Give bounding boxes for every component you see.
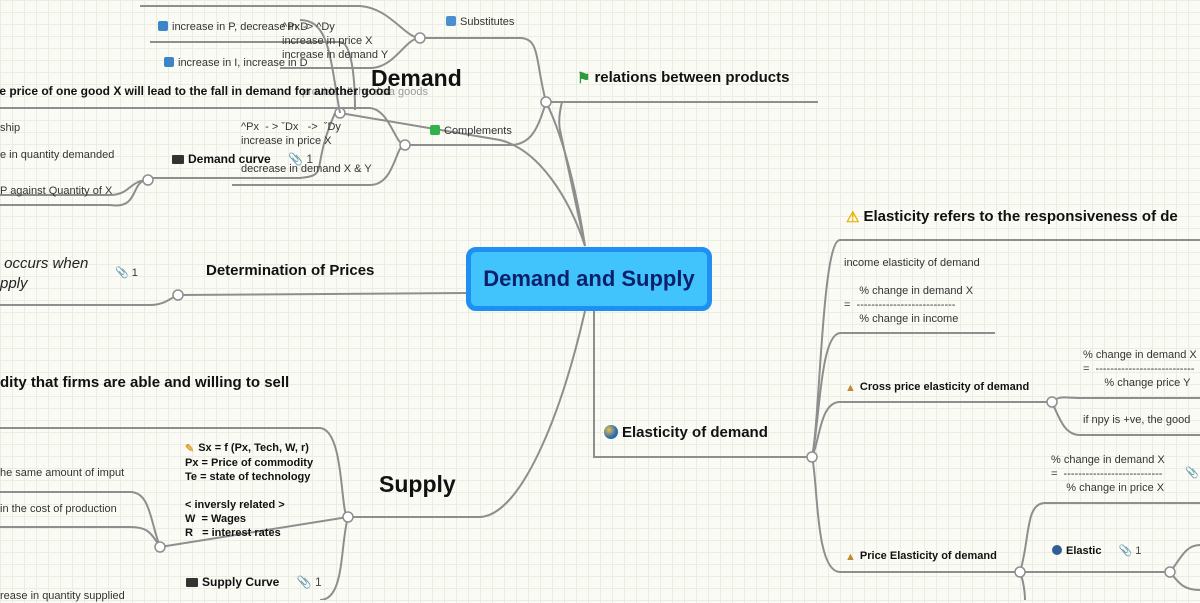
node-supply-curve[interactable]: Supply Curve 📎 1: [186, 575, 322, 589]
globe-icon: [604, 425, 618, 439]
node-supply-definition[interactable]: dity that firms are able and willing to …: [0, 374, 290, 391]
arrow-up-icon: [164, 57, 174, 67]
arrow-up-icon: [158, 21, 168, 31]
node-cost-production[interactable]: in the cost of production: [0, 503, 117, 515]
node-qty-supplied[interactable]: rease in quantity supplied: [0, 590, 125, 602]
attachment-icon[interactable]: 📎 1: [296, 575, 322, 589]
monitor-icon: [186, 578, 198, 587]
node-complements[interactable]: Complements: [430, 124, 512, 138]
node-substitutes[interactable]: Substitutes: [446, 15, 514, 29]
node-quantity-demanded[interactable]: e in quantity demanded: [0, 149, 115, 161]
node-supply-function[interactable]: ✎Sx = f (Px, Tech, W, r) Px = Price of c…: [185, 442, 314, 539]
pencil-icon: ✎: [185, 443, 195, 455]
monitor-icon: [172, 155, 184, 164]
topic-supply[interactable]: Supply: [379, 471, 456, 497]
moneybag-icon: ▲: [845, 382, 856, 394]
node-income-elasticity[interactable]: income elasticity of demand % change in …: [844, 257, 980, 325]
link-central-determination: [177, 292, 467, 296]
blue-circle-icon: [1052, 545, 1062, 555]
checkbox-icon: [430, 125, 440, 135]
node-p-against-q[interactable]: P against Quantity of X: [0, 185, 113, 197]
attachment-icon[interactable]: 📎 1: [1118, 545, 1142, 557]
link-central-demand: [339, 112, 586, 247]
node-elastic[interactable]: Elastic 📎 1: [1052, 544, 1141, 558]
node-cross-formula[interactable]: % change in demand X = -----------------…: [1083, 349, 1197, 389]
node-price-formula[interactable]: % change in demand X = -----------------…: [1051, 454, 1165, 494]
node-elasticity-definition[interactable]: ⚠Elasticity refers to the responsiveness…: [846, 208, 1178, 226]
link-central-relations: [545, 101, 586, 247]
node-cross-price-elasticity[interactable]: ▲Cross price elasticity of demand: [845, 381, 1030, 394]
moneybag-icon: ▲: [845, 551, 856, 563]
note-substitutes: ^Px -> ^Dy increase in price X increase …: [282, 21, 389, 61]
attachment-icon[interactable]: 📎 1: [288, 152, 314, 166]
link-relations-substitutes: [420, 37, 547, 103]
topic-determination-of-prices[interactable]: Determination of Prices: [206, 262, 375, 279]
warning-icon: ⚠: [846, 209, 860, 226]
node-price-elasticity[interactable]: ▲Price Elasticity of demand: [845, 550, 997, 563]
node-fall-in-demand[interactable]: he price of one good X will lead to the …: [0, 84, 391, 98]
node-increase-p[interactable]: increase in P, decrease in D: [158, 20, 308, 34]
link-central-supply: [348, 310, 586, 518]
node-cross-note[interactable]: if npy is +ve, the good: [1083, 414, 1191, 426]
swap-icon: [446, 16, 456, 26]
note-complements: ^Px - > ˇDx -> ˇDy increase in price X d…: [241, 121, 372, 175]
central-topic[interactable]: Demand and Supply: [466, 247, 712, 311]
node-overlap-text: provide all the data goods: [302, 86, 428, 98]
topic-elasticity-of-demand[interactable]: Elasticity of demand: [604, 425, 768, 440]
node-determination-child[interactable]: occurs when pply: [0, 255, 89, 292]
node-increase-i[interactable]: increase in I, increase in D: [164, 56, 308, 70]
central-topic-label: Demand and Supply: [483, 266, 695, 291]
topic-demand[interactable]: Demand: [371, 65, 462, 91]
attachment-icon[interactable]: 📎 1: [115, 267, 138, 279]
flag-icon: ⚑: [577, 70, 591, 87]
node-relationship[interactable]: ship: [0, 122, 21, 134]
link-relations-complements: [405, 101, 547, 146]
node-same-input[interactable]: he same amount of imput: [0, 467, 125, 479]
link-central-elasticity: [593, 311, 812, 458]
node-demand-curve[interactable]: Demand curve 📎 1: [172, 152, 313, 166]
topic-relations[interactable]: ⚑relations between products: [577, 69, 790, 87]
attachment-icon[interactable]: 📎: [1185, 467, 1199, 479]
